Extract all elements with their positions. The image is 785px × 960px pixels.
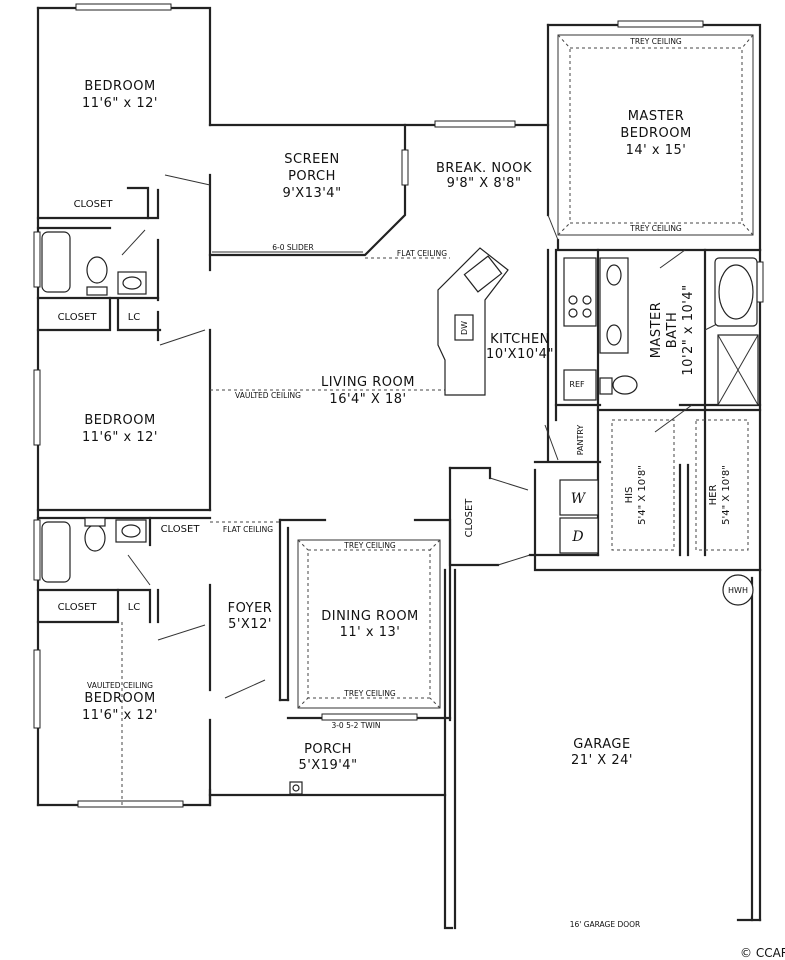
porch-size: 5'X19'4" xyxy=(298,758,357,773)
her-closet-name: HER xyxy=(708,485,719,506)
bedroom3-note: VAULTED CEILING xyxy=(87,681,153,690)
toilet-icon xyxy=(612,375,638,395)
closet-label: CLOSET xyxy=(58,602,98,613)
hwh-label: HWH xyxy=(728,586,748,595)
break-nook-size: 9'8" X 8'8" xyxy=(447,176,522,191)
closet-label: CLOSET xyxy=(58,312,98,323)
break-nook-name: BREAK. NOOK xyxy=(436,161,532,176)
fixtures xyxy=(41,231,759,795)
refrigerator-icon xyxy=(563,369,597,401)
twin-window-note: 3-0 5-2 TWIN xyxy=(331,721,380,730)
living-room-note: VAULTED CEILING xyxy=(235,391,301,400)
dryer-icon xyxy=(559,517,599,554)
bathtub-icon xyxy=(41,521,71,583)
porch-name: PORCH xyxy=(304,742,352,757)
screen-porch-name2: PORCH xyxy=(288,169,336,184)
ceiling-lines xyxy=(121,257,450,805)
windows xyxy=(33,3,764,808)
washer-label: W xyxy=(571,491,587,507)
kitchen-size: 10'X10'4" xyxy=(486,347,554,362)
trey-ceiling-note: TREY CEILING xyxy=(343,541,396,550)
pantry-label: PANTRY xyxy=(576,425,585,456)
flat-ceiling-note: FLAT CEILING xyxy=(397,249,447,258)
kitchen-name: KITCHEN xyxy=(490,332,550,347)
toilet-icon xyxy=(86,256,108,284)
small-labels: CLOSET CLOSET LC CLOSET CLOSET LC CLOSET… xyxy=(58,199,748,613)
dw-label: DW xyxy=(460,321,469,335)
his-closet-size: 5'4" X 10'8" xyxy=(637,465,648,525)
master-bedroom-size: 14' x 15' xyxy=(626,143,687,158)
bedroom1-size: 11'6" x 12' xyxy=(82,96,158,111)
garage-door-note: 16' GARAGE DOOR xyxy=(570,920,641,929)
garage-name: GARAGE xyxy=(573,737,630,752)
toilet-icon xyxy=(84,524,106,552)
dryer-label: D xyxy=(571,529,583,545)
living-room-size: 16'4" X 18' xyxy=(329,392,406,407)
bathtub-icon xyxy=(41,231,71,293)
doors xyxy=(121,174,726,699)
dining-room-name: DINING ROOM xyxy=(321,609,419,624)
foyer-name: FOYER xyxy=(228,601,273,616)
master-bedroom-name1: MASTER xyxy=(628,109,685,124)
bedroom3-size: 11'6" x 12' xyxy=(82,708,158,723)
bedroom1-name: BEDROOM xyxy=(84,79,155,94)
notes: TREY CEILING TREY CEILING TREY CEILING T… xyxy=(223,37,682,929)
dining-room-size: 11' x 13' xyxy=(340,625,401,640)
flat-ceiling-note: FLAT CEILING xyxy=(223,525,273,534)
copyright-text: © CCAR xyxy=(740,946,785,960)
walls xyxy=(36,6,762,930)
lc-label: LC xyxy=(128,312,141,323)
bedroom2-name: BEDROOM xyxy=(84,413,155,428)
her-closet-size: 5'4" X 10'8" xyxy=(721,465,732,525)
range-icon xyxy=(563,257,597,327)
water-heater-icon xyxy=(722,574,754,606)
garage-size: 21' X 24' xyxy=(571,753,633,768)
master-bath-name1: MASTER xyxy=(649,302,664,359)
closet-label: CLOSET xyxy=(464,498,475,538)
slider-note: 6-0 SLIDER xyxy=(272,243,314,252)
washer-icon xyxy=(559,479,599,516)
bedroom2-size: 11'6" x 12' xyxy=(82,430,158,445)
master-bedroom-name2: BEDROOM xyxy=(620,126,691,141)
living-room-name: LIVING ROOM xyxy=(321,375,415,390)
lc-label: LC xyxy=(128,602,141,613)
trey-ceiling-note: TREY CEILING xyxy=(343,689,396,698)
screen-porch-name1: SCREEN xyxy=(284,152,340,167)
closet-label: CLOSET xyxy=(161,524,201,535)
closet-label: CLOSET xyxy=(74,199,114,210)
trey-ceiling-note: TREY CEILING xyxy=(629,37,682,46)
room-labels: BEDROOM 11'6" x 12' BEDROOM 11'6" x 12' … xyxy=(82,79,732,773)
trey-ceilings xyxy=(297,34,754,709)
ref-label: REF xyxy=(569,380,585,389)
bedroom3-name: BEDROOM xyxy=(84,691,155,706)
screen-porch-size: 9'X13'4" xyxy=(282,186,341,201)
trey-ceiling-note: TREY CEILING xyxy=(629,224,682,233)
kitchen-sink-icon xyxy=(463,255,503,293)
master-bath-size: 10'2" x 10'4" xyxy=(681,284,696,375)
master-bath-name2: BATH xyxy=(665,312,680,349)
foyer-size: 5'X12' xyxy=(228,617,272,632)
his-closet-name: HIS xyxy=(624,487,635,504)
